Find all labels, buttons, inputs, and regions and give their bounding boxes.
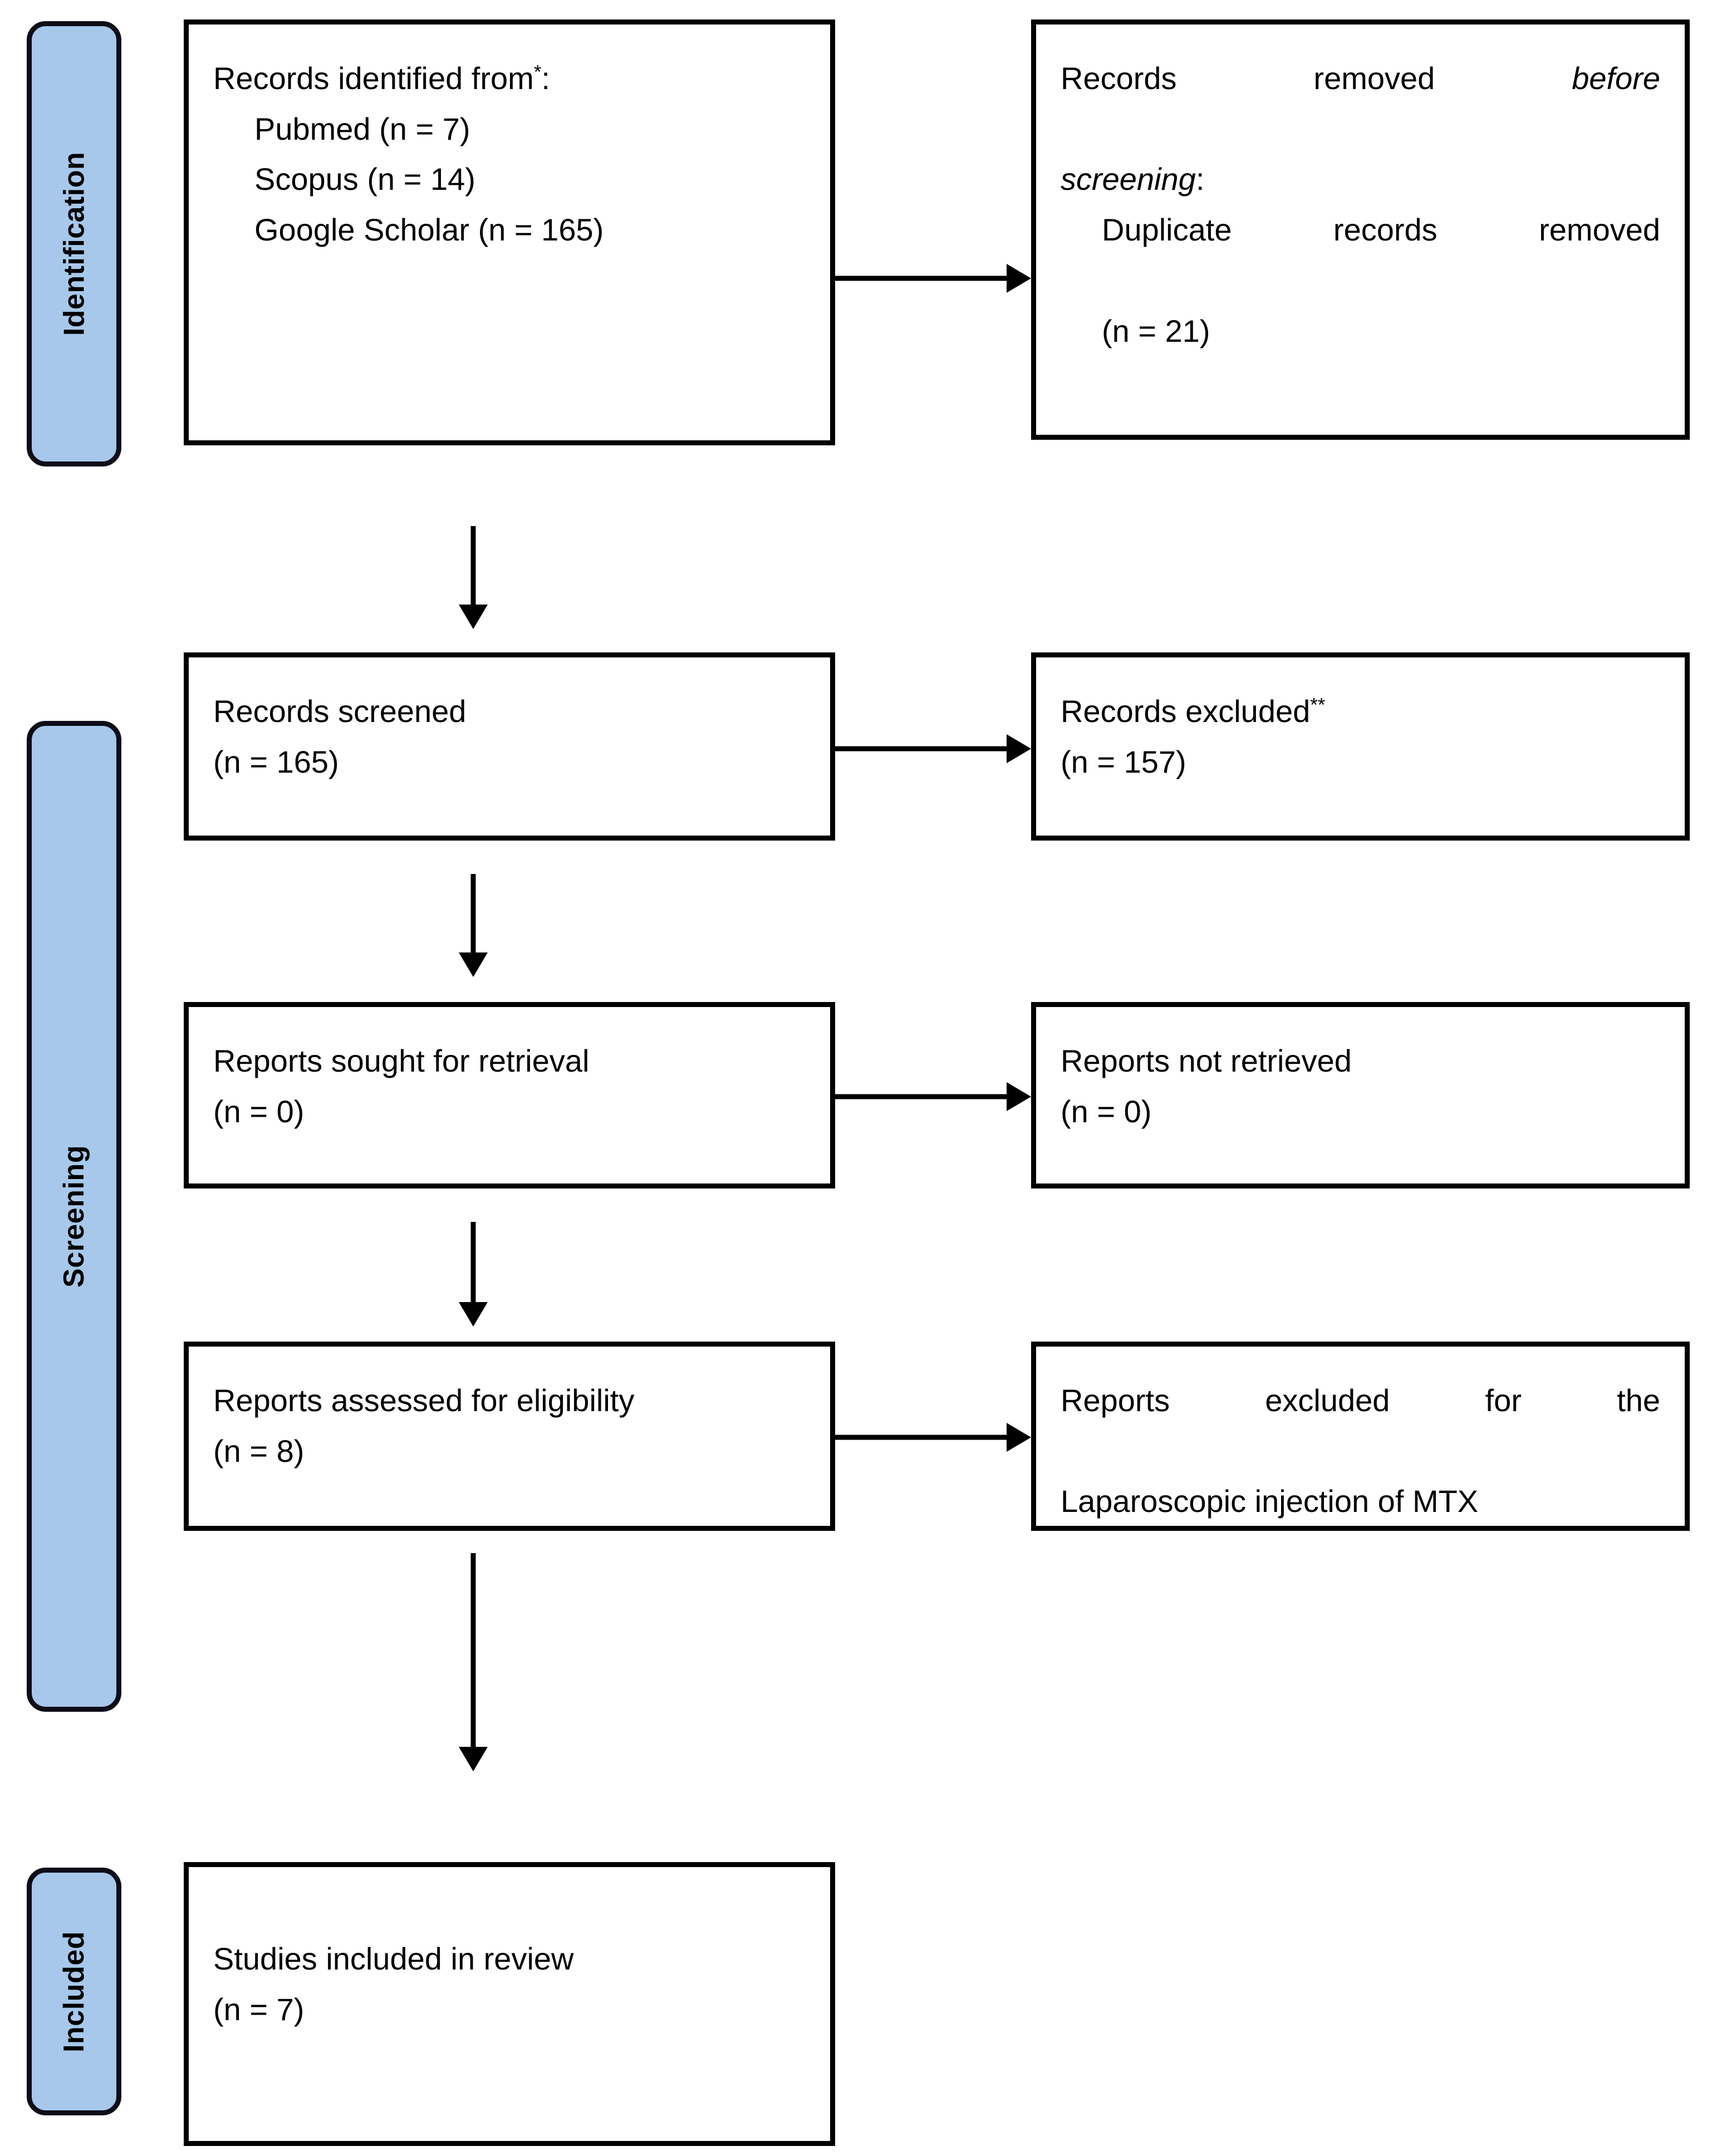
arrow-screened-to-excluded xyxy=(835,732,1031,765)
box-studies-included: Studies included in review (n = 7) xyxy=(184,1862,835,2146)
reports-excluded-line-1: Reports excluded for the xyxy=(1061,1383,1660,1418)
arrow-sought-to-assessed xyxy=(457,1222,490,1327)
reports-sought-count: (n = 0) xyxy=(213,1093,305,1129)
arrow-head xyxy=(1007,1423,1031,1452)
box-reports-sought-text: Reports sought for retrieval (n = 0) xyxy=(213,1036,806,1137)
box-reports-excluded-text: Reports excluded for the Laparoscopic in… xyxy=(1061,1376,1660,1527)
source-item-pubmed: Pubmed (n = 7) xyxy=(254,111,470,146)
arrow-assessed-to-excluded xyxy=(835,1421,1031,1454)
records-screened-label: Records screened xyxy=(213,694,467,729)
box-records-identified: Records identified from*: Pubmed (n = 7)… xyxy=(184,19,835,445)
source-item-scopus: Scopus (n = 14) xyxy=(254,161,475,197)
arrow-shaft xyxy=(470,526,476,610)
stage-pill-included: Included xyxy=(27,1868,121,2115)
records-removed-italic-before: before xyxy=(1572,61,1660,96)
box-reports-not-retrieved-text: Reports not retrieved (n = 0) xyxy=(1061,1036,1660,1137)
records-excluded-label: Records excluded** xyxy=(1061,694,1326,729)
box-reports-assessed-text: Reports assessed for eligibility (n = 8) xyxy=(213,1376,806,1476)
stage-pill-identification: Identification xyxy=(27,21,121,466)
arrow-shaft xyxy=(470,1222,476,1307)
records-removed-line-2: screening: xyxy=(1061,161,1205,197)
box-records-removed-text: Records removed before screening: Duplic… xyxy=(1061,53,1660,356)
duplicate-records-removed-count: (n = 21) xyxy=(1102,313,1210,348)
arrow-shaft xyxy=(835,276,1013,281)
records-excluded-asterisk-marker: ** xyxy=(1310,694,1326,716)
records-removed-italic-screening: screening xyxy=(1061,161,1196,197)
box-reports-excluded: Reports excluded for the Laparoscopic in… xyxy=(1031,1342,1690,1531)
box-records-screened-text: Records screened (n = 165) xyxy=(213,686,806,787)
arrow-head xyxy=(1007,264,1031,293)
box-reports-not-retrieved: Reports not retrieved (n = 0) xyxy=(1031,1002,1690,1188)
box-reports-sought: Reports sought for retrieval (n = 0) xyxy=(184,1002,835,1188)
box-records-screened: Records screened (n = 165) xyxy=(184,652,835,841)
reports-not-retrieved-count: (n = 0) xyxy=(1061,1093,1152,1129)
heading-asterisk-marker: * xyxy=(533,61,542,83)
arrow-identified-to-removed xyxy=(835,262,1031,295)
arrow-head xyxy=(459,605,488,629)
stage-label-screening: Screening xyxy=(58,1145,91,1288)
arrow-head xyxy=(459,1747,488,1771)
arrow-head xyxy=(1007,734,1031,763)
records-removed-line-1: Records removed before xyxy=(1061,61,1660,96)
arrow-head xyxy=(1007,1082,1031,1111)
reports-sought-label: Reports sought for retrieval xyxy=(213,1043,590,1078)
reports-assessed-label: Reports assessed for eligibility xyxy=(213,1383,635,1418)
records-excluded-count: (n = 157) xyxy=(1061,744,1186,779)
box-reports-assessed: Reports assessed for eligibility (n = 8) xyxy=(184,1342,835,1531)
arrow-assessed-to-included xyxy=(457,1553,490,1771)
studies-included-label: Studies included in review xyxy=(213,1941,574,1976)
box-studies-included-text: Studies included in review (n = 7) xyxy=(213,1934,806,2035)
arrow-shaft xyxy=(835,1094,1013,1099)
box-records-identified-text: Records identified from*: Pubmed (n = 7)… xyxy=(213,53,806,256)
duplicate-records-removed-detail: Duplicate records removed xyxy=(1102,212,1660,248)
reports-not-retrieved-label: Reports not retrieved xyxy=(1061,1043,1352,1078)
stage-label-included: Included xyxy=(58,1931,91,2052)
arrow-head xyxy=(459,952,488,977)
arrow-screened-to-sought xyxy=(457,874,490,977)
arrow-identified-to-screened xyxy=(457,526,490,629)
stage-pill-screening: Screening xyxy=(27,721,121,1712)
arrow-shaft xyxy=(470,1553,476,1751)
arrow-shaft xyxy=(835,746,1013,752)
arrow-sought-to-not-retrieved xyxy=(835,1080,1031,1113)
arrow-shaft xyxy=(470,874,476,957)
studies-included-count: (n = 7) xyxy=(213,1991,305,2027)
records-screened-count: (n = 165) xyxy=(213,744,339,779)
arrow-shaft xyxy=(835,1435,1013,1440)
box-records-excluded-text: Records excluded** (n = 157) xyxy=(1061,686,1660,787)
records-identified-heading: Records identified from*: xyxy=(213,61,550,96)
reports-excluded-line-2: Laparoscopic injection of MTX xyxy=(1061,1484,1479,1519)
source-item-google-scholar: Google Scholar (n = 165) xyxy=(254,212,604,248)
stage-label-identification: Identification xyxy=(58,151,90,336)
box-records-removed: Records removed before screening: Duplic… xyxy=(1031,19,1690,440)
reports-assessed-count: (n = 8) xyxy=(213,1433,305,1469)
box-records-excluded: Records excluded** (n = 157) xyxy=(1031,652,1690,841)
arrow-head xyxy=(459,1302,488,1327)
